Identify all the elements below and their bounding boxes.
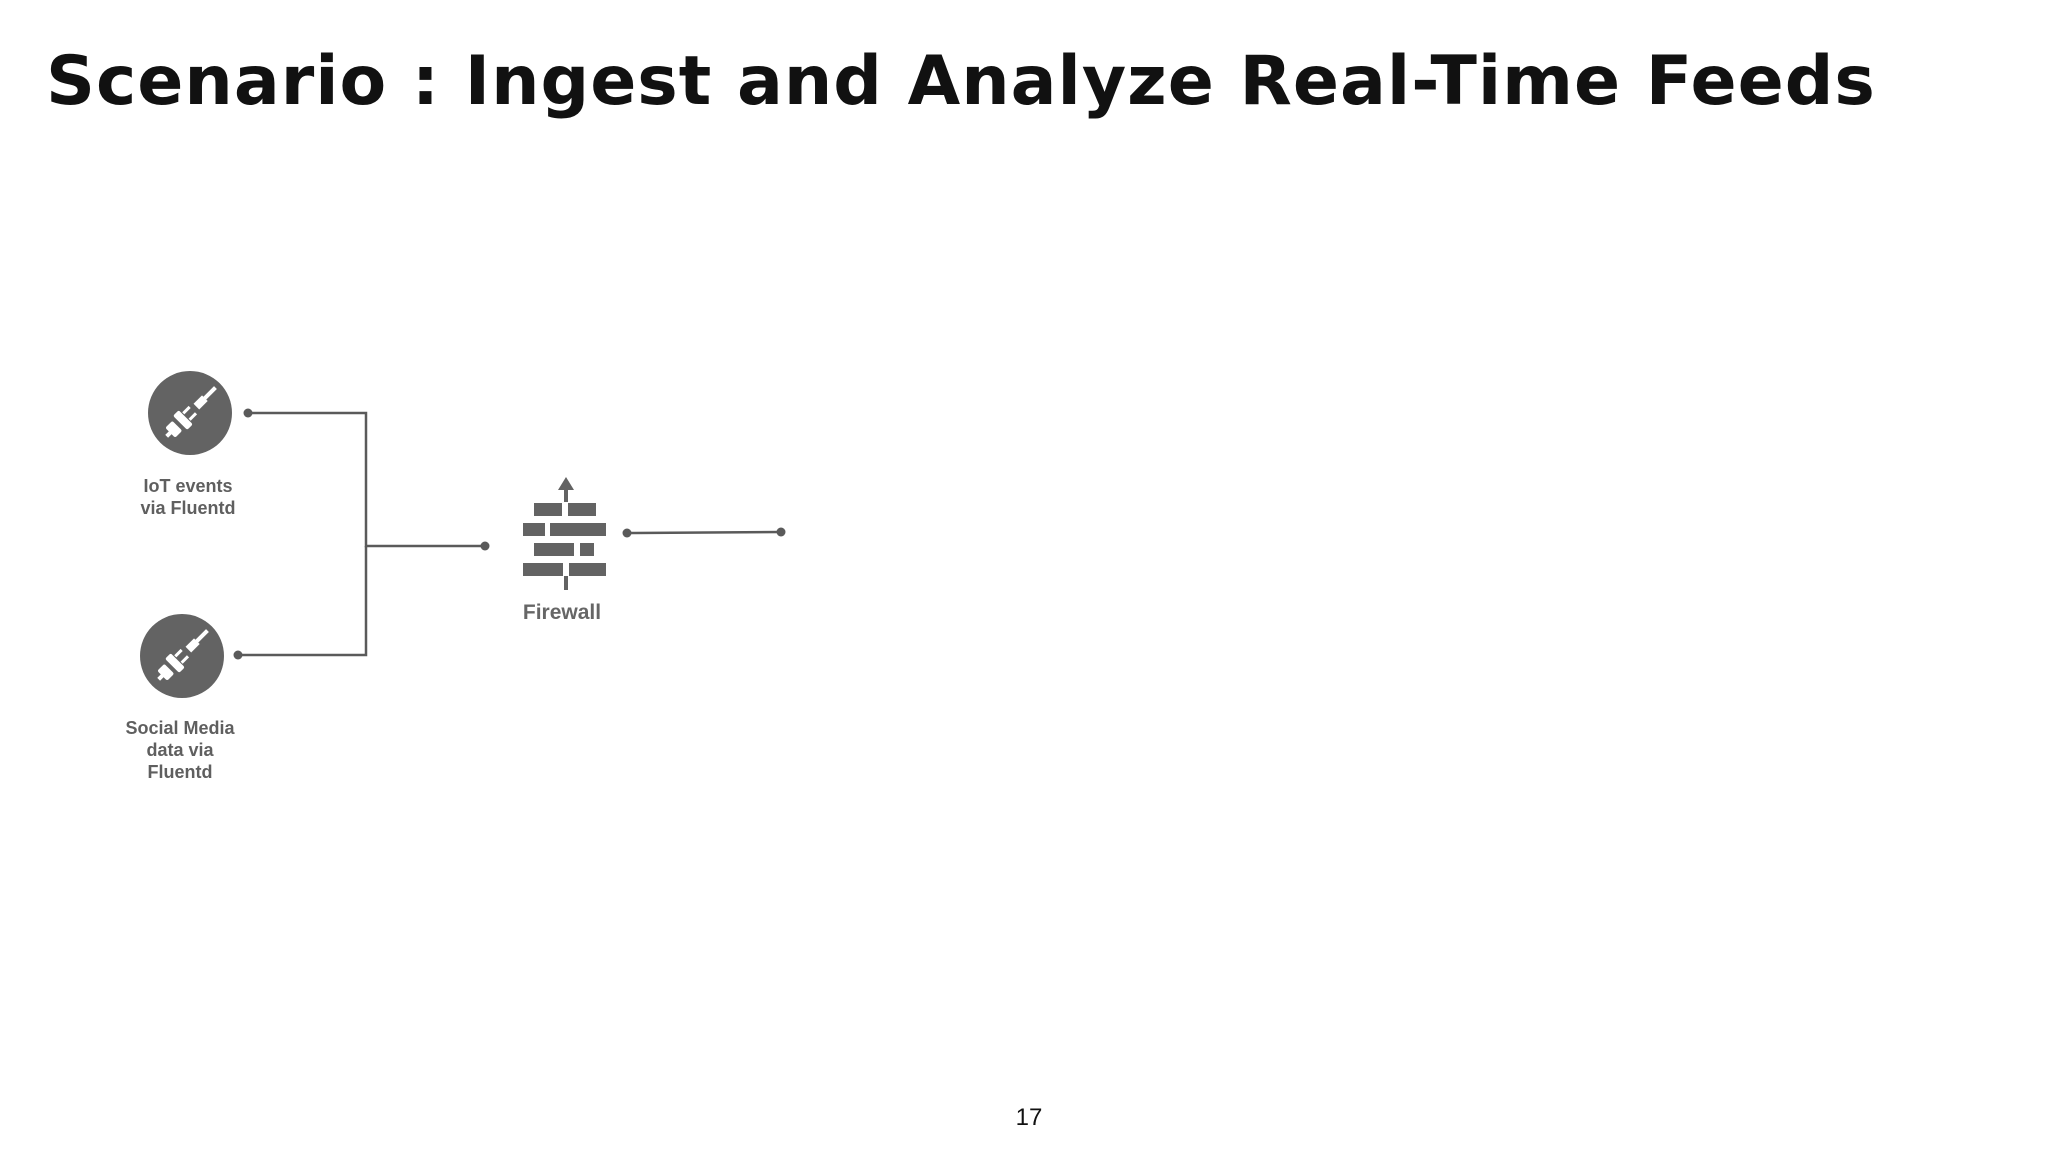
social-source-label: Social Media data via Fluentd <box>125 718 235 782</box>
social-media-plug-icon <box>140 614 224 698</box>
connector-social-to-firewall <box>233 546 368 660</box>
connector-firewall-out <box>622 527 786 538</box>
firewall-label: Firewall <box>522 601 602 624</box>
page-number: 17 <box>1015 1104 1043 1131</box>
connector-iot-to-firewall <box>243 408 490 551</box>
iot-source-label: IoT events via Fluentd <box>140 476 236 518</box>
slide-title: Scenario : Ingest and Analyze Real-Time … <box>46 42 1876 121</box>
firewall-icon <box>523 477 606 590</box>
iot-plug-icon <box>148 371 232 455</box>
